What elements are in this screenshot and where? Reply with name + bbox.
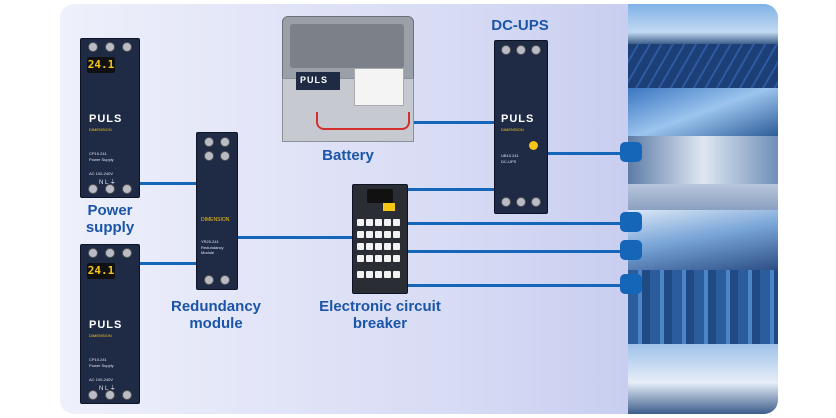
wire-ecb-out-1 <box>406 222 642 225</box>
brand-logo: PULS <box>89 319 123 331</box>
wire-ups-output <box>546 152 642 155</box>
power-supply-unit-1: 24.1 PULS DIMENSION CP10.241 Power Suppl… <box>80 38 140 198</box>
circuit-breaker-label: Electronic circuit breaker <box>319 298 441 332</box>
input-label: AC 100-240V <box>89 377 114 382</box>
wire-bus-top <box>352 188 494 191</box>
redundancy-module-unit: DIMENSION YR20.241 Redundancy Module <box>196 132 238 290</box>
type-label: Power Supply <box>89 363 114 368</box>
wire-battery-ups <box>410 121 496 124</box>
input-label: AC 100-240V <box>89 171 114 176</box>
battery-unit: PULS <box>282 16 414 142</box>
redundancy-module-label: Redundancy module <box>170 298 261 332</box>
dc-ups-label: DC-UPS <box>491 17 549 34</box>
wire-psu1-redundancy <box>140 182 200 185</box>
sub-brand: DIMENSION <box>501 127 524 132</box>
sub-brand: DIMENSION <box>89 127 112 132</box>
battery-brand: PULS <box>300 75 329 85</box>
psu-display: 24.1 <box>87 57 115 73</box>
port-train-1 <box>620 212 642 232</box>
circuit-breaker-unit <box>352 184 408 294</box>
diagram-canvas: 24.1 PULS DIMENSION CP10.241 Power Suppl… <box>60 4 778 414</box>
sub-brand: DIMENSION <box>201 217 230 223</box>
photo-factory-machinery <box>628 136 778 184</box>
dc-ups-unit: PULS DIMENSION UB10.241 DC-UPS <box>494 40 548 214</box>
wire-ecb-out-3 <box>406 284 642 287</box>
type-label: DC-UPS <box>501 159 517 164</box>
port-city <box>620 274 642 294</box>
model-label: CP10.241 <box>89 151 107 156</box>
model-label: CP10.241 <box>89 357 107 362</box>
port-industrial <box>620 142 642 162</box>
terminal-label: N L ⏚ <box>99 386 116 392</box>
battery-label: Battery <box>322 147 374 164</box>
model-label: YR20.241 <box>201 239 219 244</box>
psu-display: 24.1 <box>87 263 115 279</box>
photo-high-speed-train <box>628 210 778 270</box>
power-supply-label: Power supply <box>85 202 135 236</box>
photo-city-skyline <box>628 270 778 344</box>
wire-ecb-out-2 <box>406 250 642 253</box>
photo-industrial-plant <box>628 88 778 136</box>
model-label: UB10.241 <box>501 153 519 158</box>
port-train-2 <box>620 240 642 260</box>
photo-wind-farm <box>628 4 778 44</box>
type-label: Power Supply <box>89 157 114 162</box>
photo-electric-car <box>628 344 778 414</box>
type-label: Redundancy Module <box>201 245 224 255</box>
terminal-label: N L ⏚ <box>99 180 116 186</box>
brand-logo: PULS <box>501 113 535 125</box>
brand-logo: PULS <box>89 113 123 125</box>
sub-brand: DIMENSION <box>89 333 112 338</box>
wire-redundancy-bus <box>236 236 352 239</box>
photo-conveyor <box>628 184 778 210</box>
photo-solar-panels <box>628 44 778 88</box>
power-supply-unit-2: 24.1 PULS DIMENSION CP10.241 Power Suppl… <box>80 244 140 404</box>
wire-psu2-redundancy <box>140 262 200 265</box>
